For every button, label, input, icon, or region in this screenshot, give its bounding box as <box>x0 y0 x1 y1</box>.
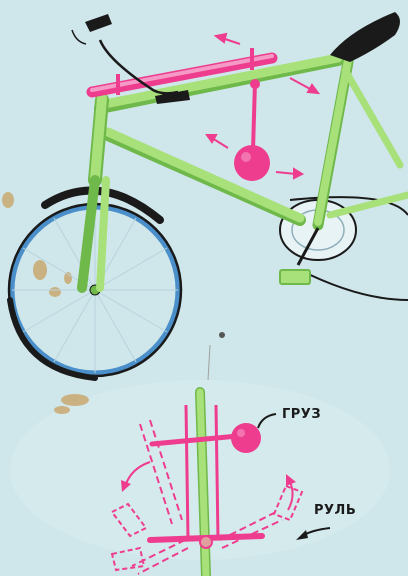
top-view-weight-highlight <box>237 429 245 437</box>
top-view-weight <box>231 423 261 453</box>
reference-dot <box>219 332 225 338</box>
pendulum-pivot <box>250 79 260 89</box>
top-view-guide-right <box>216 405 218 540</box>
top-view-steer-hub <box>200 536 212 548</box>
pendulum-weight <box>234 145 270 181</box>
top-view-guide-left <box>186 405 188 540</box>
pendulum-highlight <box>241 152 251 162</box>
label-weight: ГРУЗ <box>282 407 321 422</box>
pendulum-rod <box>253 82 255 150</box>
head-tube <box>95 98 102 178</box>
label-handlebar: РУЛЬ <box>314 503 356 518</box>
pedal <box>280 270 310 284</box>
